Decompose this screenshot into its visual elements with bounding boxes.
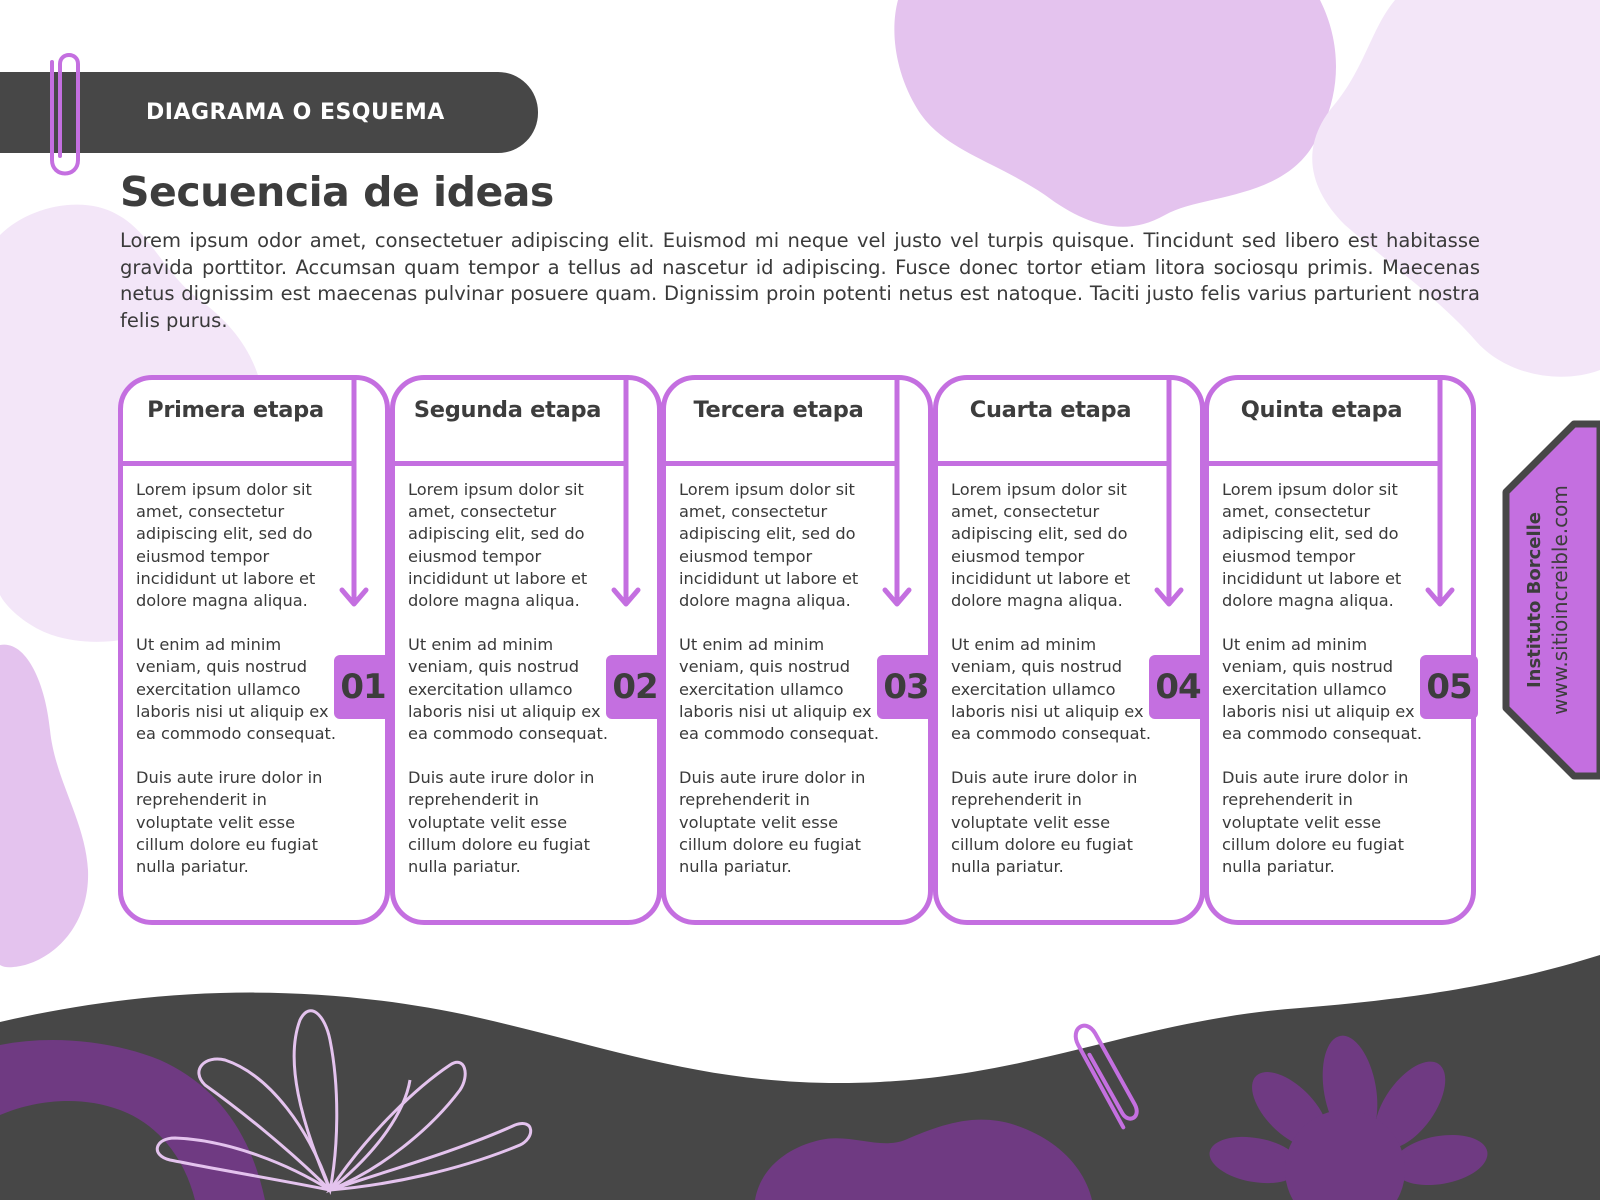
- stage-paragraph: Lorem ipsum dolor sit amet, consectetur …: [136, 480, 316, 611]
- stage-body: Lorem ipsum dolor sit amet, consectetur …: [136, 479, 336, 900]
- stage-title: Primera etapa: [147, 397, 324, 423]
- paperclip-icon: [50, 53, 80, 176]
- bottom-left-outline-flower: [156, 1009, 533, 1196]
- stage-card-frame: [1204, 375, 1476, 925]
- brand-name: Instituto Borcelle: [1524, 511, 1545, 689]
- bottom-paperclip-icon: [1073, 1023, 1139, 1130]
- arrow-down-icon: [611, 375, 641, 607]
- stage-paragraph: Duis aute irure dolor in reprehenderit i…: [679, 768, 866, 877]
- stage-divider: [661, 461, 896, 466]
- stage-paragraph: Lorem ipsum dolor sit amet, consectetur …: [679, 480, 859, 611]
- website-url: www.sitioincreible.com: [1548, 485, 1572, 715]
- stage-body: Lorem ipsum dolor sit amet, consectetur …: [408, 479, 608, 900]
- bottom-center-blob: [755, 1119, 1092, 1200]
- stage-body: Lorem ipsum dolor sit amet, consectetur …: [1222, 479, 1422, 900]
- stage-title: Cuarta etapa: [969, 397, 1132, 423]
- stage-card-frame: [661, 375, 933, 925]
- blob-top-center: [894, 0, 1337, 227]
- stage-paragraph: Lorem ipsum dolor sit amet, consectetur …: [1222, 480, 1402, 611]
- stage-card-5: Quinta etapa Lorem ipsum dolor sit amet,…: [1204, 375, 1478, 925]
- stage-card-2: Segunda etapa Lorem ipsum dolor sit amet…: [390, 375, 664, 925]
- page-title: Secuencia de ideas: [120, 168, 554, 216]
- arrow-down-icon: [1425, 375, 1455, 607]
- blob-left-bottom: [0, 644, 89, 968]
- stage-title: Quinta etapa: [1240, 397, 1403, 423]
- side-label: Instituto Borcelle www.sitioincreible.co…: [1523, 485, 1573, 715]
- stage-paragraph: Ut enim ad minim veniam, quis nostrud ex…: [679, 635, 879, 744]
- stage-number-badge: 04: [1149, 655, 1207, 719]
- stage-number-badge: 03: [877, 655, 935, 719]
- header-banner: [0, 72, 538, 153]
- blob-right: [1312, 0, 1600, 377]
- stage-divider: [390, 461, 625, 466]
- stage-title: Segunda etapa: [413, 397, 602, 423]
- bottom-wave: [0, 955, 1600, 1200]
- arrow-down-icon: [882, 375, 912, 607]
- stage-divider: [1204, 461, 1439, 466]
- stage-number-badge: 01: [334, 655, 392, 719]
- stage-paragraph: Duis aute irure dolor in reprehenderit i…: [136, 768, 323, 877]
- stage-title: Tercera etapa: [693, 397, 864, 423]
- stage-paragraph: Duis aute irure dolor in reprehenderit i…: [408, 768, 595, 877]
- stage-paragraph: Ut enim ad minim veniam, quis nostrud ex…: [136, 635, 336, 744]
- stage-paragraph: Duis aute irure dolor in reprehenderit i…: [1222, 768, 1409, 877]
- stage-number-badge: 02: [606, 655, 664, 719]
- stage-number-badge: 05: [1420, 655, 1478, 719]
- bottom-left-arc: [0, 1040, 265, 1200]
- stage-divider: [933, 461, 1168, 466]
- stage-paragraph: Duis aute irure dolor in reprehenderit i…: [951, 768, 1138, 877]
- stage-body: Lorem ipsum dolor sit amet, consectetur …: [679, 479, 879, 900]
- header-label: DIAGRAMA O ESQUEMA: [146, 100, 445, 125]
- stage-card-frame: [390, 375, 662, 925]
- stage-paragraph: Ut enim ad minim veniam, quis nostrud ex…: [408, 635, 608, 744]
- stage-body: Lorem ipsum dolor sit amet, consectetur …: [951, 479, 1151, 900]
- bottom-right-flower: [1209, 1035, 1488, 1200]
- stage-card-4: Cuarta etapa Lorem ipsum dolor sit amet,…: [933, 375, 1207, 925]
- stage-divider: [118, 461, 353, 466]
- arrow-down-icon: [1154, 375, 1184, 607]
- stage-card-frame: [933, 375, 1205, 925]
- arrow-down-icon: [339, 375, 369, 607]
- side-tab: [1502, 420, 1600, 780]
- stage-paragraph: Ut enim ad minim veniam, quis nostrud ex…: [951, 635, 1151, 744]
- stage-paragraph: Lorem ipsum dolor sit amet, consectetur …: [951, 480, 1131, 611]
- intro-paragraph: Lorem ipsum odor amet, consectetuer adip…: [120, 229, 1480, 332]
- stage-card-1: Primera etapa Lorem ipsum dolor sit amet…: [118, 375, 392, 925]
- stage-paragraph: Lorem ipsum dolor sit amet, consectetur …: [408, 480, 588, 611]
- stage-card-frame: [118, 375, 390, 925]
- stage-card-3: Tercera etapa Lorem ipsum dolor sit amet…: [661, 375, 935, 925]
- stage-paragraph: Ut enim ad minim veniam, quis nostrud ex…: [1222, 635, 1422, 744]
